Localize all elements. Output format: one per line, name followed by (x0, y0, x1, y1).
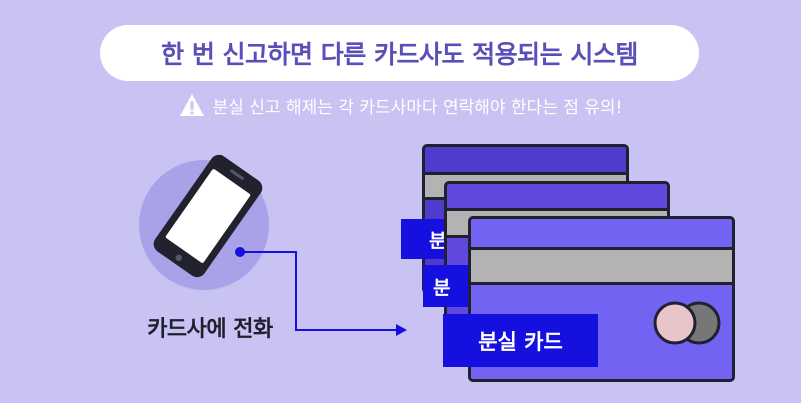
smartphone-icon (153, 154, 263, 278)
card-front: 분실 카드 (443, 216, 735, 382)
warning-row: 분실 신고 해제는 각 카드사마다 연락해야 한다는 점 유의! (0, 91, 801, 119)
phone-label: 카드사에 전화 (147, 317, 273, 342)
card-logo-icon (653, 301, 721, 345)
lost-card-tag: 분실 카드 (443, 314, 598, 367)
title-pill: 한 번 신고하면 다른 카드사도 적용되는 시스템 (100, 25, 699, 81)
magnetic-stripe (471, 247, 732, 285)
warning-text: 분실 신고 해제는 각 카드사마다 연락해야 한다는 점 유의! (212, 97, 623, 118)
title-text: 한 번 신고하면 다른 카드사도 적용되는 시스템 (161, 40, 638, 69)
warning-icon (179, 94, 204, 116)
